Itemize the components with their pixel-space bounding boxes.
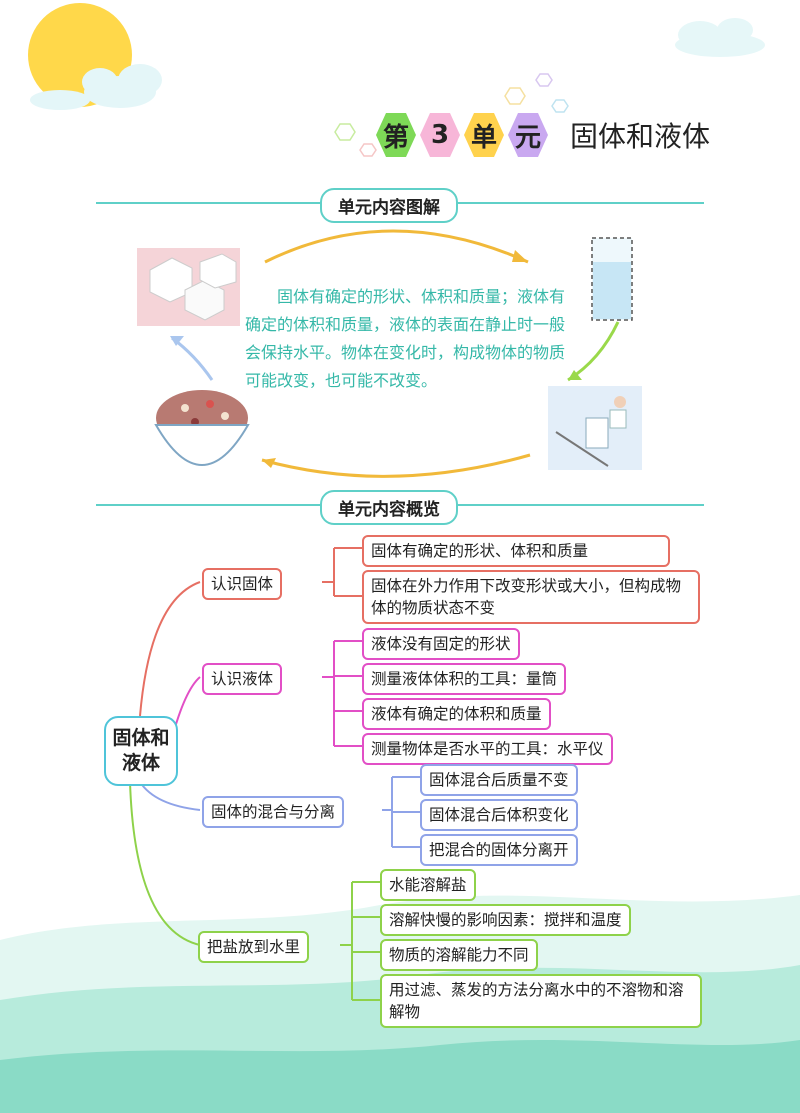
- branch-item: 溶解快慢的影响因素：搅拌和温度: [380, 904, 631, 936]
- cloud-icon: [675, 18, 765, 57]
- ice-cubes-image: [137, 248, 240, 326]
- section-title-diagram: 单元内容图解: [320, 188, 458, 223]
- section-title-overview: 单元内容概览: [320, 490, 458, 525]
- branch-item: 测量液体体积的工具：量筒: [362, 663, 567, 695]
- hexagon-decoration: [334, 73, 569, 157]
- arrow-top: [264, 229, 529, 264]
- branch-item: 物质的溶解能力不同: [380, 939, 538, 971]
- water-glass-image: [591, 237, 633, 321]
- branch-item: 固体混合后体积变化: [420, 799, 578, 831]
- cloud-icon: [30, 64, 162, 110]
- branch-item: 把混合的固体分离开: [420, 834, 578, 866]
- branch-item: 液体有确定的体积和质量: [362, 698, 551, 730]
- branch-label: 固体的混合与分离: [202, 796, 345, 828]
- branch-label: 认识液体: [202, 663, 283, 695]
- branch-label: 把盐放到水里: [198, 931, 310, 963]
- mind-map-root: 固体和液体: [104, 716, 178, 786]
- branch-item: 固体有确定的形状、体积和质量: [362, 535, 670, 567]
- unit-name: 固体和液体: [570, 120, 711, 153]
- branch-item: 固体在外力作用下改变形状或大小，但构成物体的物质状态不变: [362, 570, 700, 624]
- branch-label: 认识固体: [202, 568, 283, 600]
- mixed-solids-bowl-image: [154, 390, 250, 466]
- branch-item: 用过滤、蒸发的方法分离水中的不溶物和溶解物: [380, 974, 702, 1028]
- branch-item: 固体混合后质量不变: [420, 764, 578, 796]
- arrow-bottom: [261, 453, 531, 478]
- branch-item: 水能溶解盐: [380, 869, 476, 901]
- dissolve-image: [548, 386, 642, 470]
- unit-hex-4: 元: [508, 113, 548, 157]
- unit-title: 第 3 单 元 固体和液体: [376, 112, 710, 158]
- cycle-diagram: [137, 229, 642, 478]
- diagram-description: 固体有确定的形状、体积和质量；液体有确定的体积和质量，液体的表面在静止时一般会保…: [245, 287, 566, 390]
- branch-item: 测量物体是否水平的工具：水平仪: [362, 733, 613, 765]
- branch-item: 液体没有固定的形状: [362, 628, 520, 660]
